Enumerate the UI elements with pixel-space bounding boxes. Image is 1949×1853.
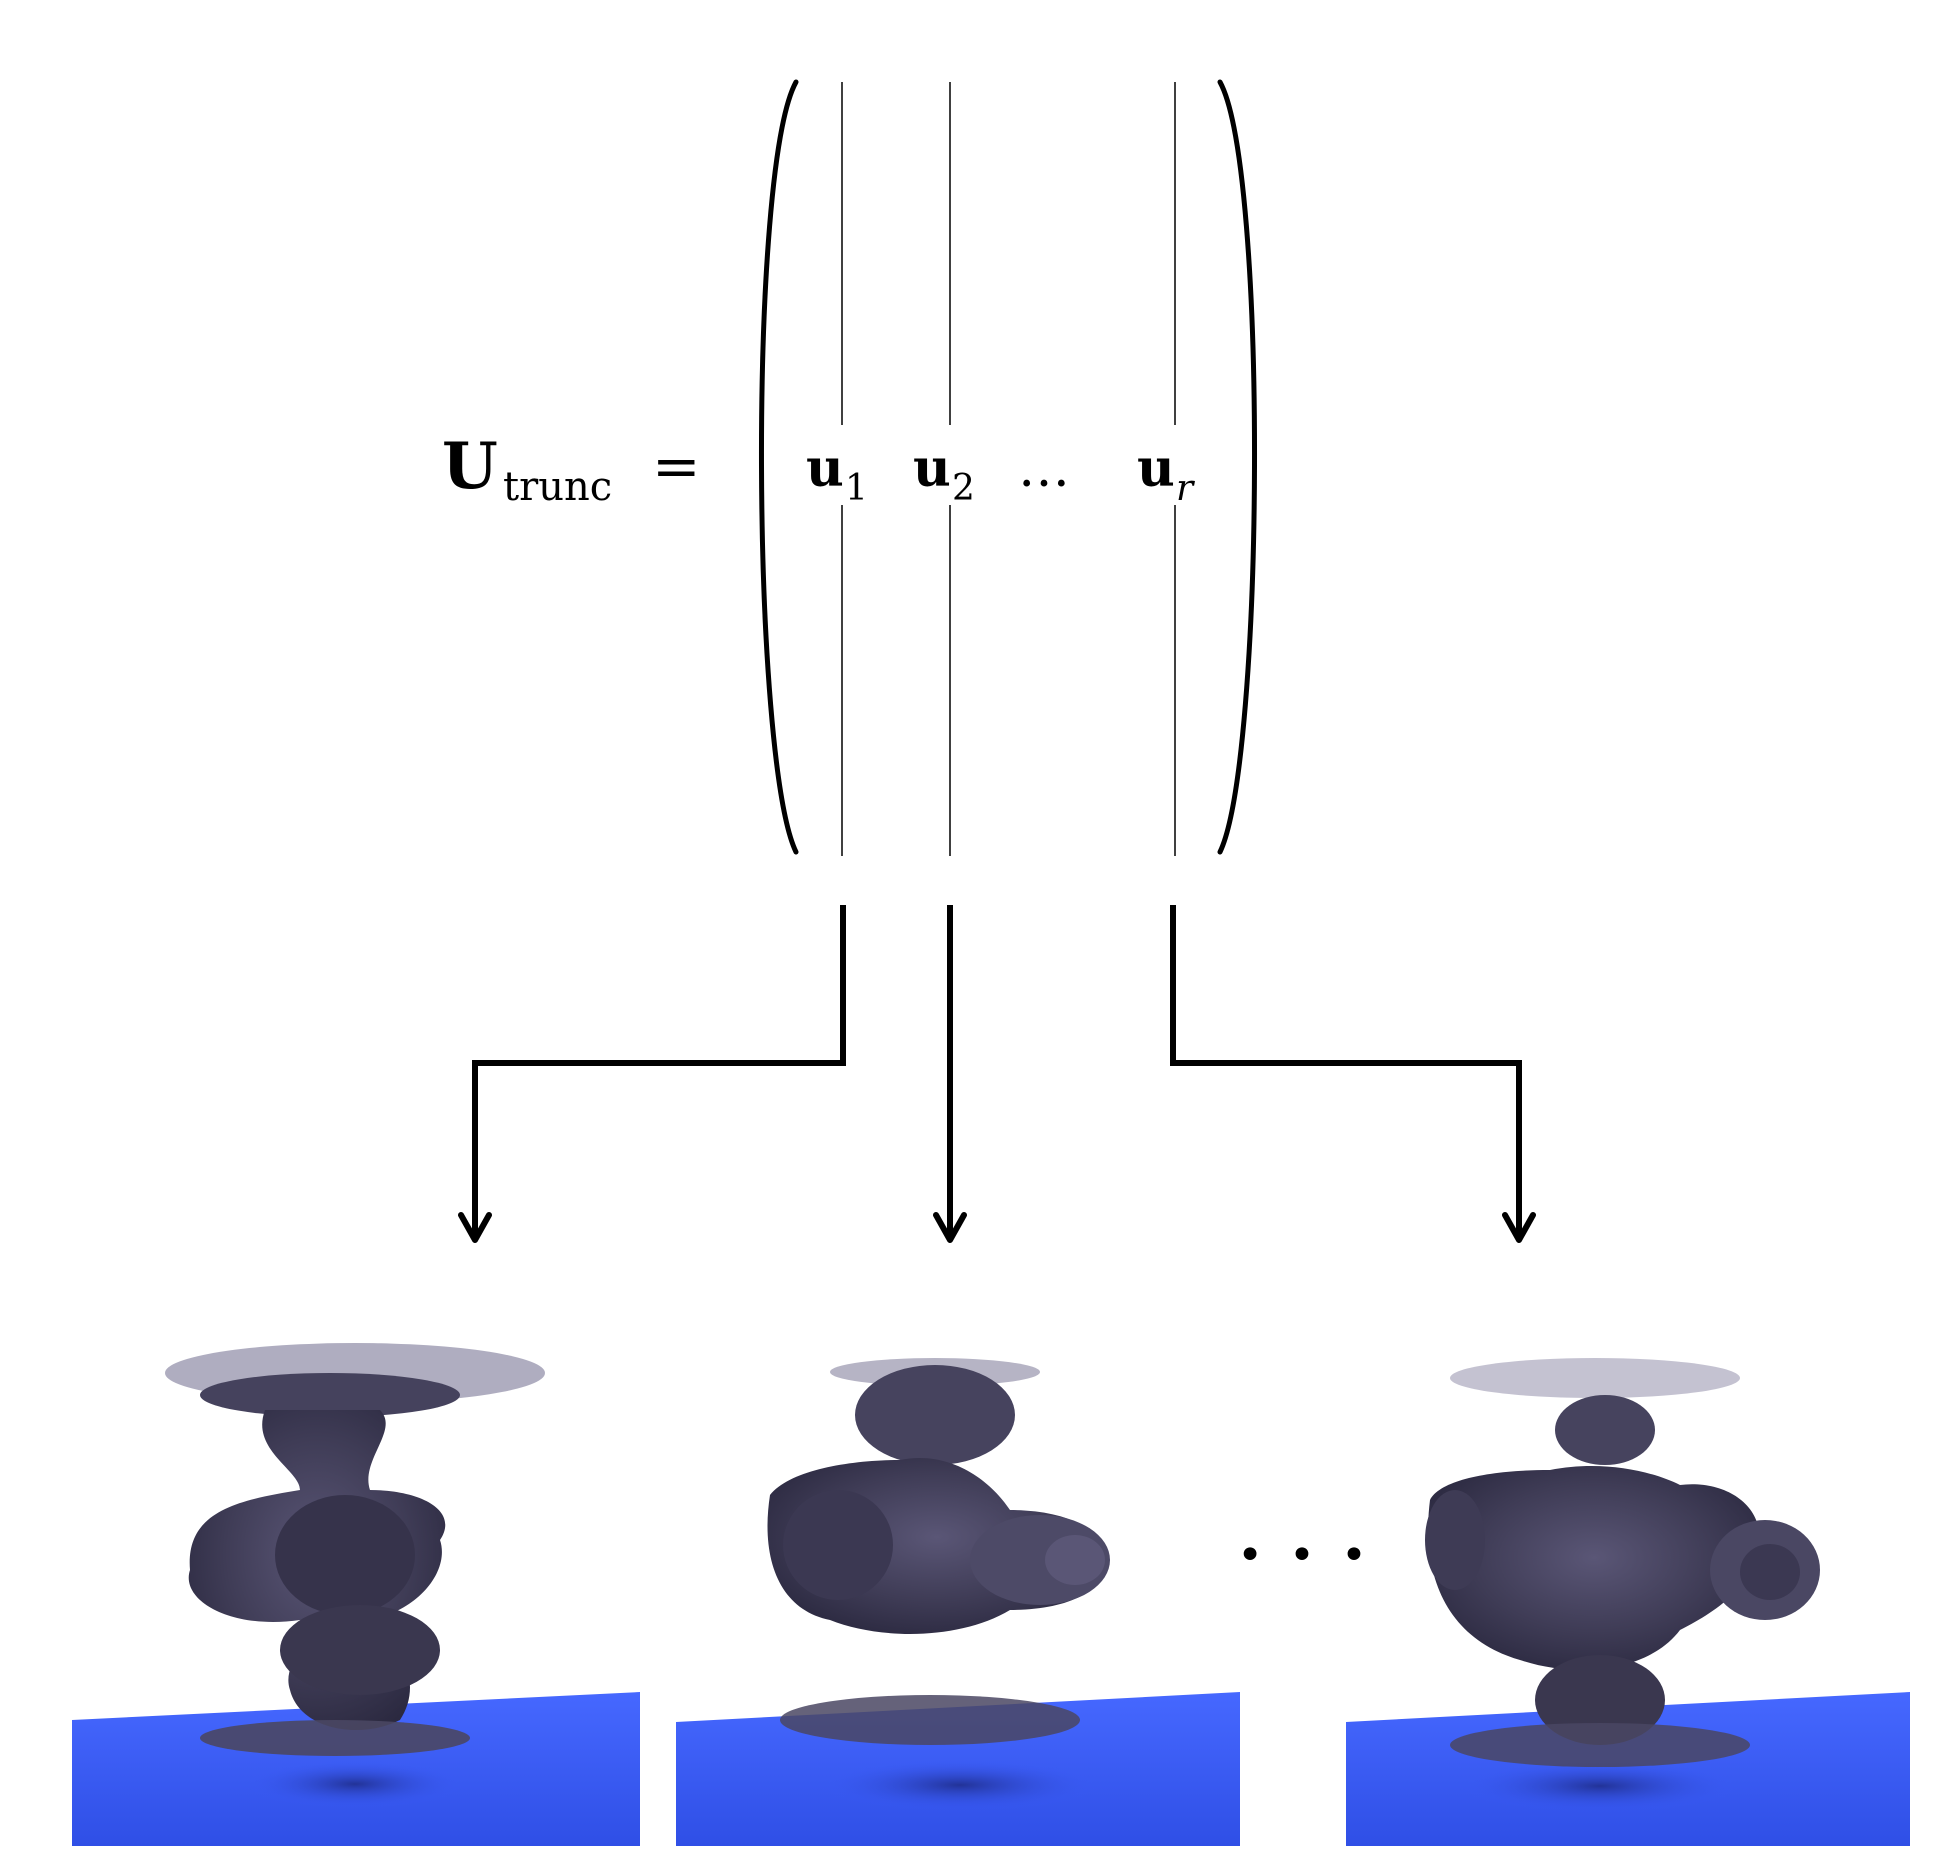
floor-shadow — [1460, 1760, 1740, 1812]
arrow-to-panel-1 — [458, 905, 846, 1243]
smoke-volume — [165, 1343, 545, 1756]
matrix-column-2: u 2 — [913, 82, 975, 856]
arrow-to-panel-r — [1170, 905, 1536, 1243]
lhs-subscript: trunc — [503, 464, 612, 510]
column-r-subscript: r — [1176, 468, 1195, 509]
column-2-symbol: u — [913, 438, 951, 499]
column-1-subscript: 1 — [845, 468, 868, 509]
panel-ellipsis: • • • — [1237, 1530, 1373, 1581]
mode-panel-1 — [72, 1343, 640, 1846]
matrix-column-1: u 1 — [806, 82, 868, 856]
equation: U trunc = u 1 u 2 … u r — [442, 79, 1258, 856]
column-r-symbol: u — [1137, 438, 1175, 499]
mode-panel-2 — [676, 1358, 1240, 1846]
equals-sign: = — [652, 432, 701, 500]
mode-panel-r — [1346, 1358, 1910, 1846]
column-1-symbol: u — [806, 438, 844, 499]
floor-shadow — [245, 1760, 465, 1808]
arrows — [458, 905, 1536, 1243]
arrow-to-panel-2 — [933, 905, 967, 1243]
matrix-column-r: u r — [1137, 82, 1195, 856]
column-2-subscript: 2 — [952, 468, 975, 509]
right-parenthesis — [1217, 79, 1258, 855]
smoke-volume — [767, 1358, 1110, 1745]
smoke-volume — [1425, 1358, 1820, 1767]
left-parenthesis — [758, 79, 799, 855]
lhs-symbol: U — [442, 429, 498, 504]
floor-shadow — [820, 1759, 1100, 1811]
column-ellipsis: … — [1018, 439, 1070, 499]
